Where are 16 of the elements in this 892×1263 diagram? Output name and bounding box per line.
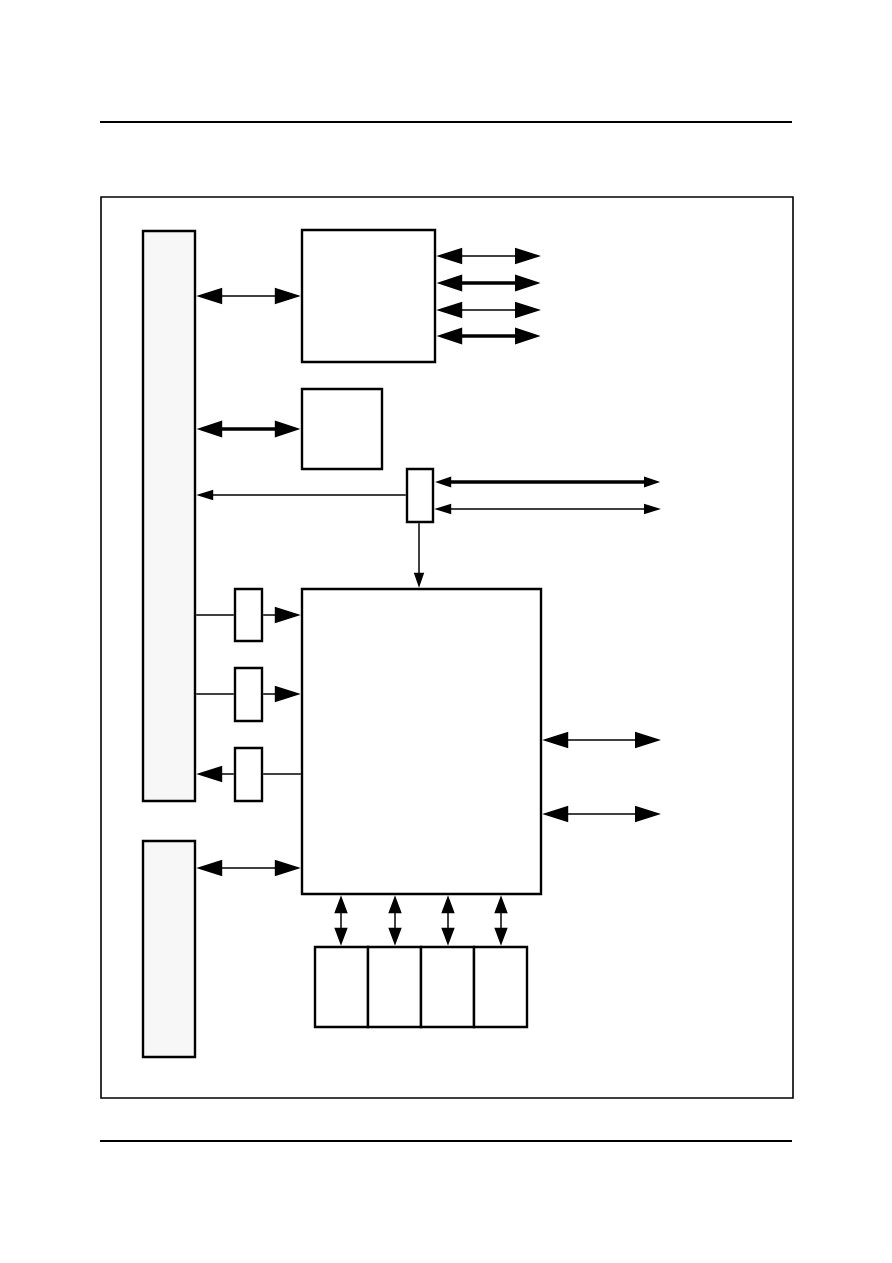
connector-line (195, 614, 235, 616)
block-box (472, 945, 529, 1029)
connector-line (195, 693, 235, 695)
block-box (313, 945, 370, 1029)
block-box (419, 945, 476, 1029)
block-box (300, 587, 543, 896)
block-box (405, 467, 435, 524)
block-box (233, 666, 264, 723)
block-box (233, 746, 264, 803)
block-box (300, 228, 437, 364)
shaded-block (141, 839, 197, 1059)
connector-line (262, 773, 302, 775)
shaded-block (141, 229, 197, 803)
block-box (233, 587, 264, 643)
block-box (366, 945, 423, 1029)
block-box (300, 387, 384, 471)
